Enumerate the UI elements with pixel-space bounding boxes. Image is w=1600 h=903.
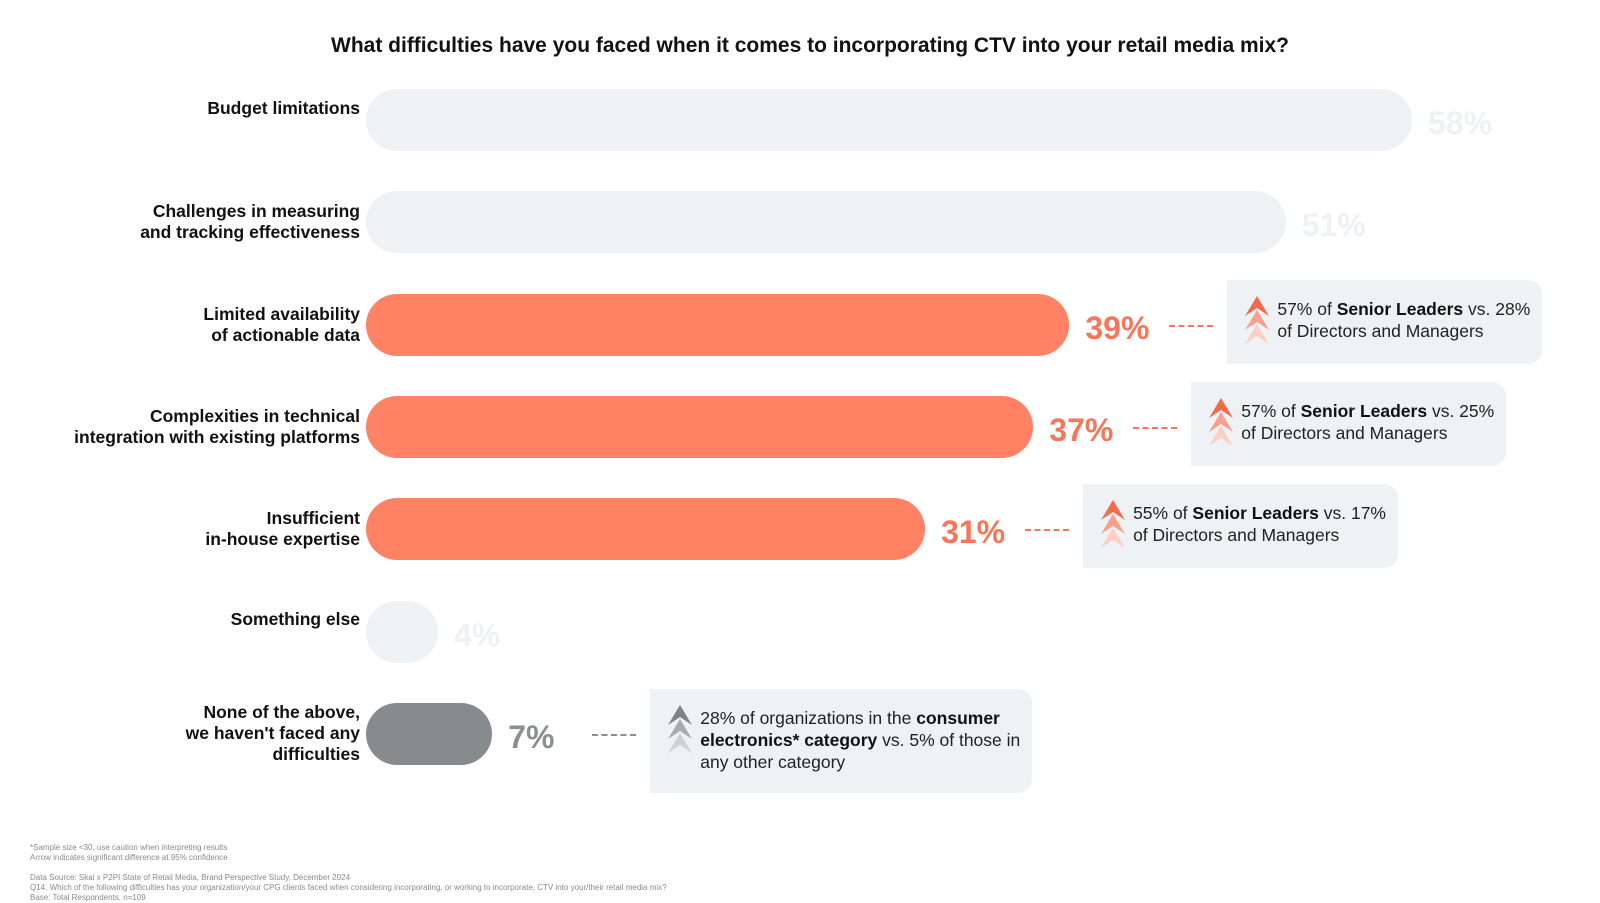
category-label-line: and tracking effectiveness: [140, 222, 360, 243]
category-label-line: None of the above,: [203, 702, 360, 723]
callout-text: 57% of Senior Leaders vs. 28%of Director…: [1277, 298, 1530, 342]
category-label-line: Limited availability: [203, 303, 360, 324]
bar: [366, 89, 1412, 151]
callout-text-part: any other category: [700, 751, 846, 772]
significance-arrow-icon: [1245, 295, 1270, 344]
callout-text-part: of Directors and Managers: [1133, 525, 1340, 546]
category-label-line: Complexities in technical: [149, 405, 360, 426]
value-label: 39%: [1085, 309, 1150, 346]
chart-title: What difficulties have you faced when it…: [331, 34, 1289, 57]
category-label-line: Budget limitations: [207, 97, 360, 118]
category-label-line: Something else: [230, 609, 360, 629]
bar: [366, 600, 439, 663]
bar: [366, 702, 493, 765]
callout-text-part: vs. 28%: [1463, 298, 1531, 319]
callout-text-part: vs. 25%: [1427, 400, 1495, 421]
bar: [366, 293, 1070, 356]
sample-size-note: *Sample size <30, use caution when inter…: [30, 843, 228, 852]
bar: [366, 395, 1034, 458]
category-label-line: integration with existing platforms: [74, 426, 360, 447]
callout-emphasis: Senior Leaders: [1300, 400, 1428, 421]
significance-arrow-icon: [668, 704, 693, 753]
value-label: 58%: [1428, 105, 1493, 141]
callout-text-part: of Directors and Managers: [1241, 422, 1448, 443]
footnotes: *Sample size <30, use caution when inter…: [30, 843, 667, 903]
callout-connector: [1133, 426, 1178, 429]
bar: [366, 498, 926, 561]
callout-emphasis: Senior Leaders: [1192, 503, 1319, 524]
callout-text-part: of Directors and Managers: [1277, 320, 1484, 341]
base-note: Base: Total Respondents, n=109: [30, 893, 146, 902]
callout-text-part: 55% of: [1133, 503, 1193, 524]
callout-emphasis: consumer: [916, 707, 1000, 728]
value-label: 51%: [1301, 207, 1366, 244]
value-label: 37%: [1049, 411, 1114, 448]
callout-box: 57% of Senior Leaders vs. 28%of Director…: [1227, 279, 1543, 364]
callout-text: 57% of Senior Leaders vs. 25%of Director…: [1241, 400, 1494, 444]
callout-box: 57% of Senior Leaders vs. 25%of Director…: [1191, 381, 1507, 466]
callout-text: 55% of Senior Leaders vs. 17%of Director…: [1133, 502, 1386, 546]
callout-emphasis: electronics* category: [700, 729, 878, 750]
category-label-line: Insufficient: [266, 508, 360, 529]
callout-text-part: vs. 5% of those in: [877, 729, 1021, 750]
callout-text: 28% of organizations in the consumer elec…: [700, 707, 1020, 773]
callout-emphasis: Senior Leaders: [1336, 298, 1464, 319]
value-label: 4%: [454, 616, 501, 653]
callout-text-part: vs. 17%: [1318, 503, 1386, 524]
callout-connector: [1025, 529, 1070, 532]
category-label: Something else: [0, 609, 360, 630]
significance-arrow-icon: [1209, 397, 1234, 446]
callout-connector: [1169, 324, 1214, 327]
category-label-line: difficulties: [272, 744, 360, 765]
callout-text-part: 28% of organizations in the: [700, 707, 917, 728]
category-label-line: in-house expertise: [205, 529, 360, 550]
callout-text-part: 57% of: [1277, 298, 1337, 319]
data-source-note: Data Source: Skai x P2PI State of Retail…: [30, 873, 351, 882]
question-note: Q14. Which of the following difficulties…: [30, 883, 667, 892]
callout-connector: [592, 733, 637, 736]
category-label: Budget limitations: [0, 98, 360, 119]
category-label-line: of actionable data: [211, 324, 360, 345]
callout-box: 28% of organizations in the consumer elec…: [650, 688, 1033, 793]
value-label: 7%: [508, 718, 555, 755]
callout-text-part: 57% of: [1241, 400, 1301, 421]
callout-box: 55% of Senior Leaders vs. 17%of Director…: [1083, 484, 1398, 569]
category-label-line: Challenges in measuring: [152, 201, 360, 222]
arrow-note: Arrow indicates significant difference a…: [30, 853, 228, 862]
category-label-line: we haven't faced any: [185, 723, 360, 744]
bar: [366, 191, 1286, 254]
significance-arrow-icon: [1101, 500, 1126, 549]
value-label: 31%: [941, 514, 1006, 551]
